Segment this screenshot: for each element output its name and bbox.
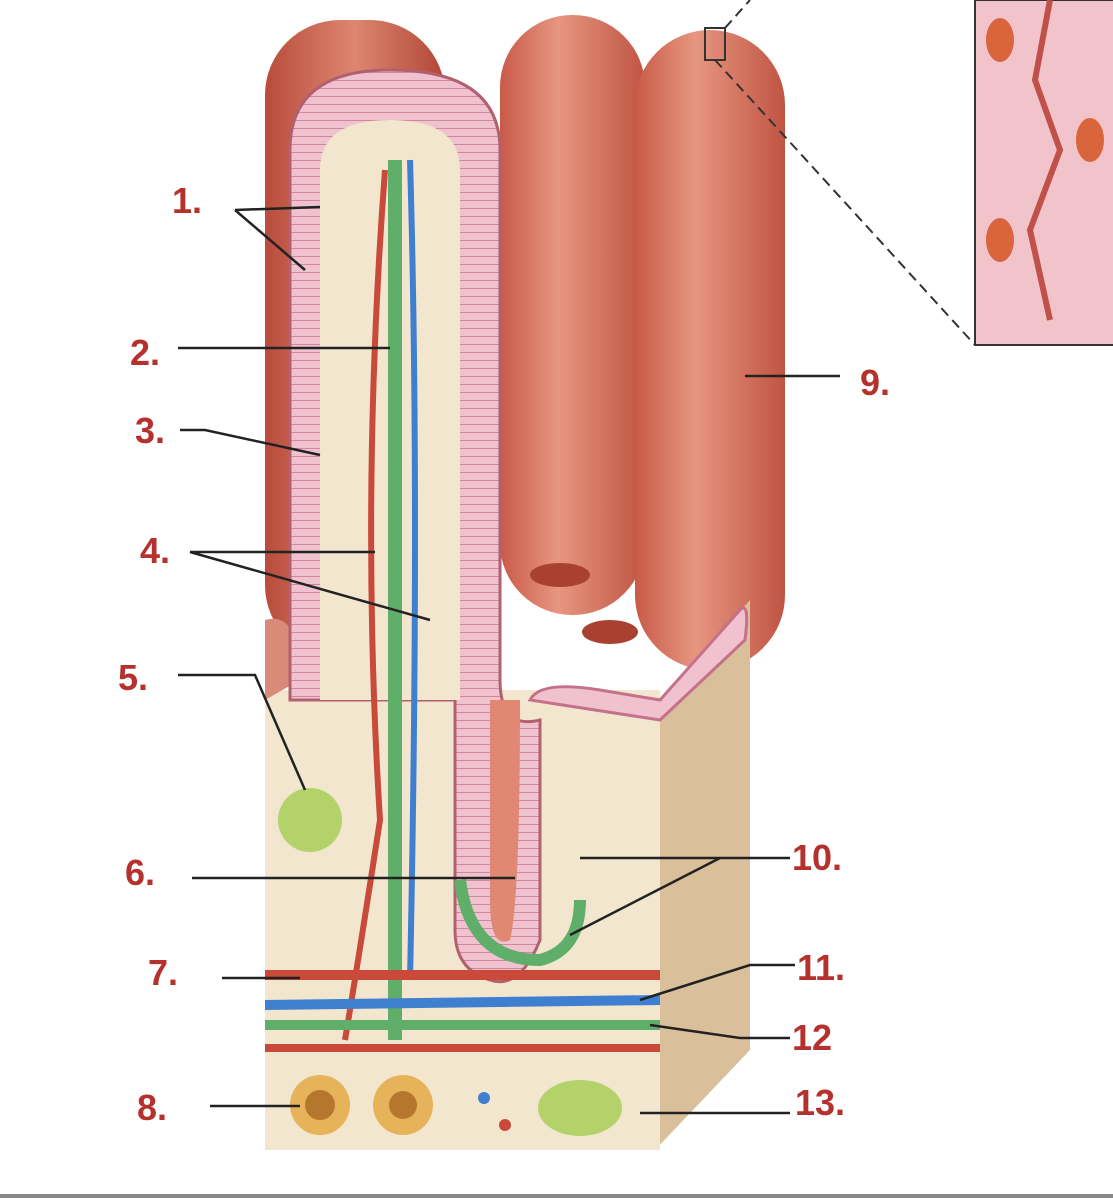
leader-lines: [178, 205, 840, 1115]
villus-section: [278, 68, 586, 1041]
venule: [407, 159, 418, 981]
label-11: 11.: [797, 947, 846, 988]
label-8: 8.: [137, 1087, 168, 1128]
arteriole: [342, 169, 388, 1041]
label-1: 1.: [172, 180, 203, 221]
villus-middle: [500, 15, 645, 644]
magnified-inset: [714, 0, 1113, 346]
submucosa-vessels: [264, 970, 661, 1136]
label-9: 9.: [860, 362, 891, 403]
lymph-nodule: [278, 788, 342, 852]
label-2: 2.: [130, 332, 161, 373]
villus-front-external: [635, 27, 785, 670]
label-4: 4.: [140, 530, 171, 571]
label-5: 5.: [118, 657, 149, 698]
label-12: 12: [792, 1017, 833, 1058]
label-10: 10.: [792, 837, 843, 878]
label-7: 7.: [148, 952, 179, 993]
intestinal-gland: [454, 879, 586, 967]
label-6: 6.: [125, 852, 156, 893]
label-3: 3.: [135, 410, 166, 451]
label-13: 13.: [795, 1082, 846, 1123]
